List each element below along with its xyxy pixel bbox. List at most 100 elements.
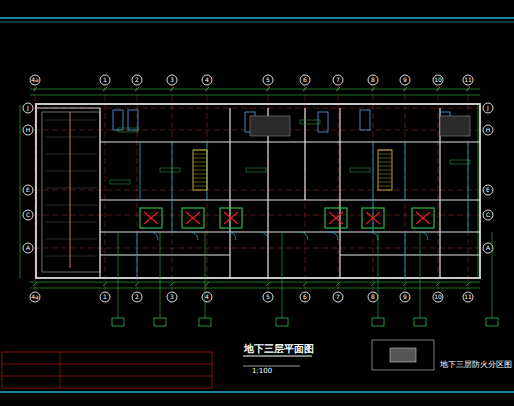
plan-rect [276,318,288,326]
plan-line [20,105,21,278]
plan-line [193,158,207,159]
plan-rect [350,168,370,172]
door-swing [370,232,378,240]
plan-line [492,232,493,318]
axis-number: 2 [135,294,139,300]
axis-bubble [263,292,273,302]
plan-line [329,212,343,224]
plan-line [378,166,392,167]
plan-line [45,222,97,223]
axis-bubble [23,185,33,195]
axis-number: 8 [371,77,375,83]
plan-line [340,255,480,256]
plan-rect [246,168,266,172]
plan-rect [128,110,138,130]
plan-line [405,232,406,278]
plan-line [403,282,407,286]
axis-number: 7 [336,77,340,83]
plan-line [193,162,207,163]
plan-line [339,108,340,278]
plan-line [378,178,392,179]
plan-line [70,112,71,268]
axis-letter: A [486,245,490,251]
plan-rect [250,116,290,136]
plan-rect [220,208,242,228]
axis-bubble [433,75,443,85]
plan-line [45,137,97,138]
plan-line [34,108,482,109]
plan-line [172,86,173,290]
plan-line [45,188,97,189]
plan-line [405,86,406,290]
plan-line [45,256,97,257]
plan-line [303,87,307,91]
plan-line [100,200,480,201]
plan-line [205,232,206,318]
axis-number: 4a [31,77,39,83]
plan-line [144,212,158,224]
plan-rect [113,110,123,130]
plan-rect [360,110,370,130]
plan-line [378,150,392,151]
plan-rect [2,352,212,388]
plan-rect [182,208,204,228]
plan-line [378,182,392,183]
plan-line [160,232,161,318]
axis-number: 11 [464,294,472,300]
plan-line [172,142,173,232]
plan-line [100,255,230,256]
axis-bubble [368,292,378,302]
plan-line [2,364,212,365]
plan-line [45,120,97,121]
axis-bubble [483,103,493,113]
axis-number: 8 [371,294,375,300]
plan-line [193,166,207,167]
axis-bubble [132,292,142,302]
axis-bubble [30,75,40,85]
axis-number: 11 [464,77,472,83]
axis-bubble [400,75,410,85]
plan-line [336,282,340,286]
plan-rect [486,318,498,326]
plan-line [45,154,97,155]
plan-line [436,87,440,91]
plan-line [34,190,482,191]
plan-line [466,282,470,286]
door-swing [228,232,236,240]
axis-bubble [263,75,273,85]
plan-line [99,108,100,278]
plan-line [0,17,514,19]
axis-letter: J [27,105,29,111]
plan-line [378,174,392,175]
plan-rect [318,112,328,132]
plan-line [33,87,37,91]
axis-number: 5 [266,77,270,83]
axis-number: 4 [205,294,209,300]
door-swing [190,232,198,240]
plan-line [135,87,139,91]
plan-line [468,142,469,232]
door-swing [150,232,158,240]
plan-line [30,288,480,289]
plan-line [140,142,141,200]
plan-line [30,282,480,283]
plan-rect [118,128,138,132]
plan-line [193,186,207,187]
door-swing [330,232,338,240]
plan-line [366,212,380,224]
plan-rect [300,120,320,124]
axis-letter: J [487,105,489,111]
plan-rect [378,150,392,190]
plan-line [329,212,343,224]
plan-line [373,86,374,290]
key-plan-title: 地下三层防火分区图 [440,361,512,369]
plan-line [30,95,480,96]
axis-letter: H [486,127,491,133]
plan-line [100,142,480,143]
axis-bubble [463,75,473,85]
plan-line [2,376,212,377]
plan-line [366,212,380,224]
axis-bubble [433,292,443,302]
plan-line [378,154,392,155]
axis-number: 5 [266,294,270,300]
